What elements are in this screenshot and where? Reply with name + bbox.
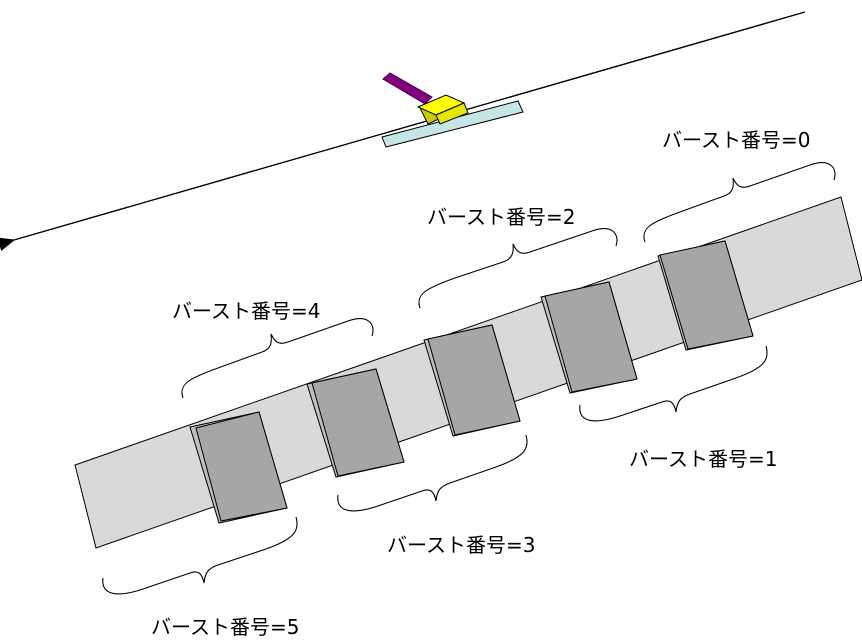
- label-burst-2: バースト番号=2: [427, 205, 575, 229]
- flight-direction-arrow: [0, 11, 806, 251]
- label-burst-1: バースト番号=1: [629, 447, 777, 471]
- brace-burst-0: [643, 162, 836, 243]
- solar-panel: [382, 72, 433, 105]
- brace-burst-4: [181, 318, 374, 399]
- label-burst-5: バースト番号=5: [151, 615, 299, 639]
- label-burst-3: バースト番号=3: [387, 533, 535, 557]
- burst-overlap-4: [311, 368, 405, 477]
- braces: [102, 162, 836, 595]
- satellite-body-front: [435, 102, 469, 125]
- brace-burst-3: [337, 434, 528, 512]
- brace-burst-1: [579, 345, 768, 422]
- burst-overlap-2: [544, 281, 638, 393]
- burst-overlaps: [195, 240, 754, 522]
- labels: バースト番号=0 バースト番号=2 バースト番号=4 バースト番号=1 バースト…: [151, 128, 810, 639]
- burst-overlap-1: [659, 240, 754, 350]
- burst-overlap-5: [195, 411, 288, 522]
- label-burst-4: バースト番号=4: [172, 299, 320, 323]
- antenna-panel: [381, 100, 524, 148]
- burst-overlap-3: [427, 324, 521, 436]
- brace-burst-5: [102, 516, 298, 595]
- label-burst-0: バースト番号=0: [662, 128, 810, 152]
- satellite-icon: [381, 72, 524, 148]
- brace-burst-2: [418, 228, 618, 309]
